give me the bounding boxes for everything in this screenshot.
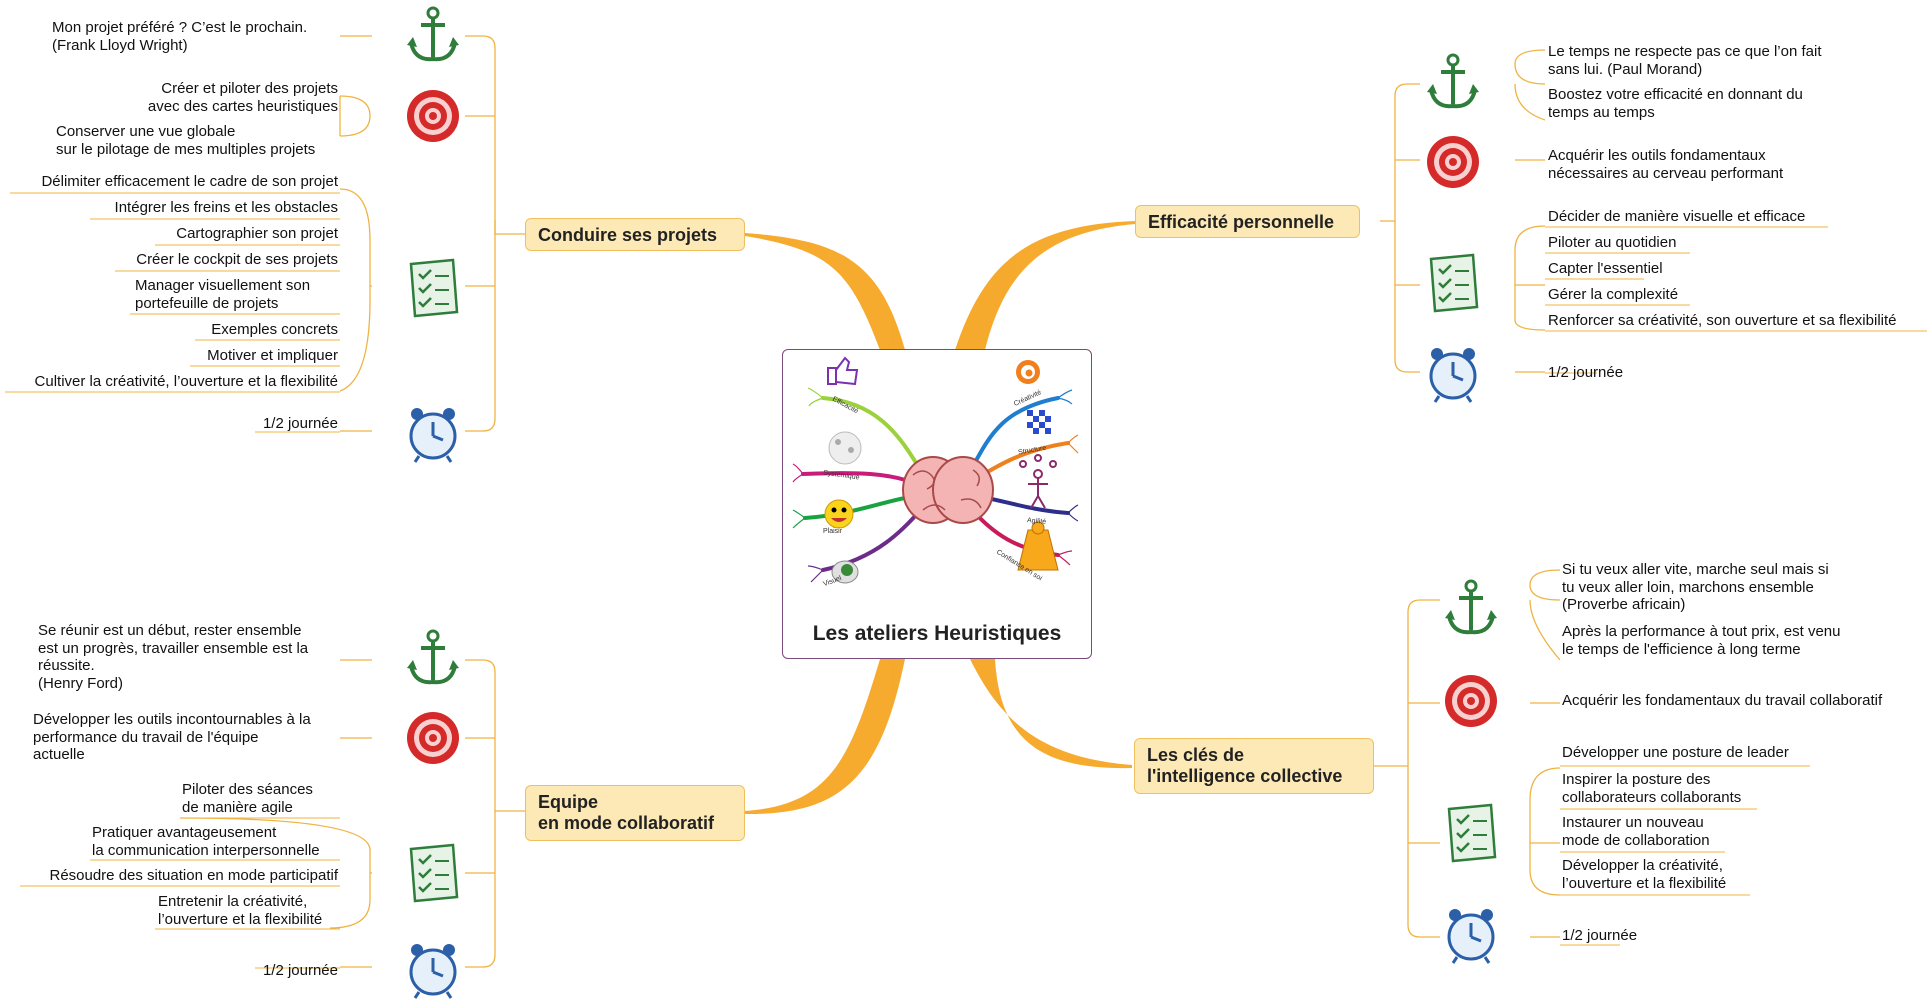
quote-text: Boostez votre efficacité en donnant du t… xyxy=(1548,86,1803,121)
duration-text: 1/2 journée xyxy=(262,962,338,979)
brain-icon xyxy=(902,456,994,524)
duration-text: 1/2 journée xyxy=(1548,364,1624,381)
central-title: Les ateliers Heuristiques xyxy=(812,622,1062,645)
target-icon xyxy=(407,90,459,142)
checklist-icon xyxy=(409,843,459,903)
topic-efficacite-personnelle[interactable]: Efficacité personnelle xyxy=(1135,205,1360,238)
anchor-icon xyxy=(407,6,459,62)
quote-text: Le temps ne respecte pas ce que l’on fai… xyxy=(1548,43,1822,78)
goal-text: Acquérir les outils fondamentaux nécessa… xyxy=(1548,147,1784,182)
branch-conduire xyxy=(745,233,905,350)
program-item: Gérer la complexité xyxy=(1548,286,1679,303)
program-item: Cartographier son projet xyxy=(176,225,338,242)
branch-intelligence xyxy=(970,659,1132,769)
target-icon xyxy=(1445,675,1497,727)
checklist-icon xyxy=(1429,253,1479,313)
topic-cles-intelligence-collective[interactable]: Les clés de l'intelligence collective xyxy=(1134,738,1374,794)
checklist-icon xyxy=(409,258,459,318)
smiley-icon xyxy=(824,499,854,529)
goal-text: Développer les outils incontournables à … xyxy=(33,711,311,763)
goal-text: Créer et piloter des projets avec des ca… xyxy=(147,80,338,115)
goal-text: Acquérir les fondamentaux du travail col… xyxy=(1562,692,1883,709)
quote-text: Mon projet préféré ? C’est le prochain. … xyxy=(52,19,308,54)
mini-label-plaisir: Plaisir xyxy=(823,528,843,535)
program-item: Manager visuellement son portefeuille de… xyxy=(135,277,311,312)
eye-icon xyxy=(831,560,859,584)
thumbs-up-icon xyxy=(827,356,859,386)
alarm-clock-icon xyxy=(409,408,457,463)
program-item: Développer la créativité, l’ouverture et… xyxy=(1562,857,1727,892)
alarm-clock-icon xyxy=(409,944,457,999)
quote-text: Si tu veux aller vite, marche seul mais … xyxy=(1562,561,1829,613)
network-icon xyxy=(828,431,862,465)
branch-equipe xyxy=(745,659,905,815)
duration-text: 1/2 journée xyxy=(1562,927,1638,944)
anchor-icon xyxy=(1445,579,1497,635)
branch-efficacite xyxy=(955,221,1135,350)
program-item: Instaurer un nouveau mode de collaborati… xyxy=(1562,814,1710,849)
central-mini-map xyxy=(792,356,1079,584)
quote-text: Se réunir est un début, rester ensemble … xyxy=(38,622,309,692)
quote-text: Après la performance à tout prix, est ve… xyxy=(1562,623,1841,658)
goal-text: Conserver une vue globale sur le pilotag… xyxy=(56,123,316,158)
topic-equipe-mode-collaboratif[interactable]: Equipe en mode collaboratif xyxy=(525,785,745,841)
program-item: Pratiquer avantageusement la communicati… xyxy=(92,824,320,859)
program-item: Inspirer la posture des collaborateurs c… xyxy=(1562,771,1742,806)
program-item: Résoudre des situation en mode participa… xyxy=(49,867,338,884)
program-item: Décider de manière visuelle et efficace xyxy=(1548,208,1806,225)
juggler-icon xyxy=(1019,454,1057,509)
spiral-icon xyxy=(1016,360,1040,384)
central-topic-image[interactable]: Efficacité Systémique Plaisir Visuel Cré… xyxy=(782,349,1092,659)
program-item: Motiver et impliquer xyxy=(207,347,338,364)
program-item: Piloter au quotidien xyxy=(1548,234,1677,251)
program-item: Capter l'essentiel xyxy=(1548,260,1663,277)
anchor-icon xyxy=(1427,53,1479,109)
target-icon xyxy=(1427,136,1479,188)
program-item: Intégrer les freins et les obstacles xyxy=(114,199,338,216)
program-item: Piloter des séances de manière agile xyxy=(182,781,313,816)
checklist-icon xyxy=(1447,803,1497,863)
program-item: Développer une posture de leader xyxy=(1562,744,1789,761)
program-item: Renforcer sa créativité, son ouverture e… xyxy=(1548,312,1897,329)
alarm-clock-icon xyxy=(1447,909,1495,964)
topic-conduire-ses-projets[interactable]: Conduire ses projets xyxy=(525,218,745,251)
program-item: Délimiter efficacement le cadre de son p… xyxy=(41,173,338,190)
anchor-icon xyxy=(407,629,459,685)
checkerboard-icon xyxy=(1027,410,1051,434)
program-item: Créer le cockpit de ses projets xyxy=(136,251,338,268)
program-item: Cultiver la créativité, l’ouverture et l… xyxy=(34,373,338,390)
alarm-clock-icon xyxy=(1429,348,1477,403)
program-item: Entretenir la créativité, l’ouverture et… xyxy=(158,893,323,928)
superhero-icon xyxy=(1017,521,1059,571)
target-icon xyxy=(407,712,459,764)
duration-text: 1/2 journée xyxy=(262,415,338,432)
program-item: Exemples concrets xyxy=(211,321,338,338)
